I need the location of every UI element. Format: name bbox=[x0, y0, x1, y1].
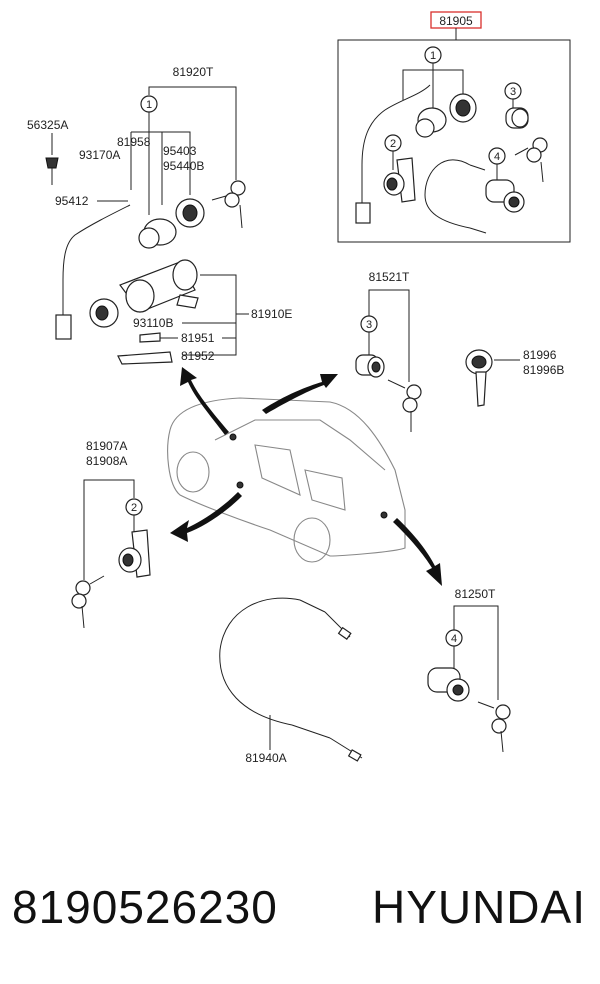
label-81907A: 81907A bbox=[86, 439, 127, 453]
label-81940A: 81940A bbox=[245, 751, 286, 765]
arrow-to-front-door-icon bbox=[170, 492, 242, 542]
callout-4-81250: 4 bbox=[451, 633, 457, 645]
label-81996: 81996 bbox=[523, 348, 557, 362]
kit-label: 81905 bbox=[439, 14, 473, 28]
kit-key-icon bbox=[514, 137, 548, 183]
label-81952: 81952 bbox=[181, 349, 215, 363]
label-81908A: 81908A bbox=[86, 454, 127, 468]
label-81951: 81951 bbox=[181, 331, 215, 345]
key-81521-icon bbox=[387, 379, 422, 432]
kit-callout-4: 4 bbox=[494, 151, 500, 163]
label-56325A: 56325A bbox=[27, 118, 68, 132]
label-81920T: 81920T bbox=[173, 65, 214, 79]
label-81910E: 81910E bbox=[251, 307, 292, 321]
group-81907A: 81907A 81908A 2 bbox=[71, 439, 151, 629]
key-81250-icon bbox=[477, 701, 511, 753]
label-81996B: 81996B bbox=[523, 363, 564, 377]
label-95412: 95412 bbox=[55, 194, 89, 208]
arrow-to-door-lock-icon bbox=[262, 374, 338, 414]
group-81250T: 81250T 4 bbox=[427, 587, 511, 753]
key-blank-icon bbox=[465, 349, 493, 407]
label-81958: 81958 bbox=[117, 135, 151, 149]
vehicle-outline bbox=[167, 397, 406, 563]
label-93110B: 93110B bbox=[133, 316, 173, 330]
kit-callout-1: 1 bbox=[430, 50, 436, 62]
label-81250T: 81250T bbox=[455, 587, 496, 601]
label-95403: 95403 bbox=[163, 144, 197, 158]
callout-3-81521: 3 bbox=[366, 319, 372, 331]
arrow-to-tailgate-icon bbox=[393, 518, 442, 586]
kit-81905-group: 81905 1 3 2 bbox=[337, 11, 571, 243]
group-81910E: 81910E 93110B 81951 81952 bbox=[89, 259, 292, 365]
arrow-to-ignition-icon bbox=[180, 367, 229, 435]
part-number: 8190526230 bbox=[12, 881, 278, 933]
brand-name: HYUNDAI bbox=[371, 881, 586, 933]
label-81521T: 81521T bbox=[369, 270, 410, 284]
kit-box bbox=[337, 39, 571, 243]
callout-1-81920: 1 bbox=[146, 99, 152, 111]
group-81920T: 81920T 1 56325A 81958 93170A 95403 95440… bbox=[27, 65, 246, 340]
group-81521T: 81521T 3 bbox=[355, 270, 422, 432]
group-81940A: 81940A bbox=[219, 597, 363, 765]
kit-callout-3: 3 bbox=[510, 86, 516, 98]
group-81996: 81996 81996B bbox=[465, 348, 564, 407]
kit-callout-2: 2 bbox=[390, 138, 396, 150]
callout-arrows bbox=[170, 367, 442, 586]
key-81907-icon bbox=[71, 575, 105, 629]
key-81920-icon bbox=[211, 180, 246, 229]
label-95440B: 95440B bbox=[163, 159, 204, 173]
callout-2-81907: 2 bbox=[131, 502, 137, 514]
footer: 8190526230 HYUNDAI bbox=[0, 880, 600, 950]
label-93170A: 93170A bbox=[79, 148, 120, 162]
